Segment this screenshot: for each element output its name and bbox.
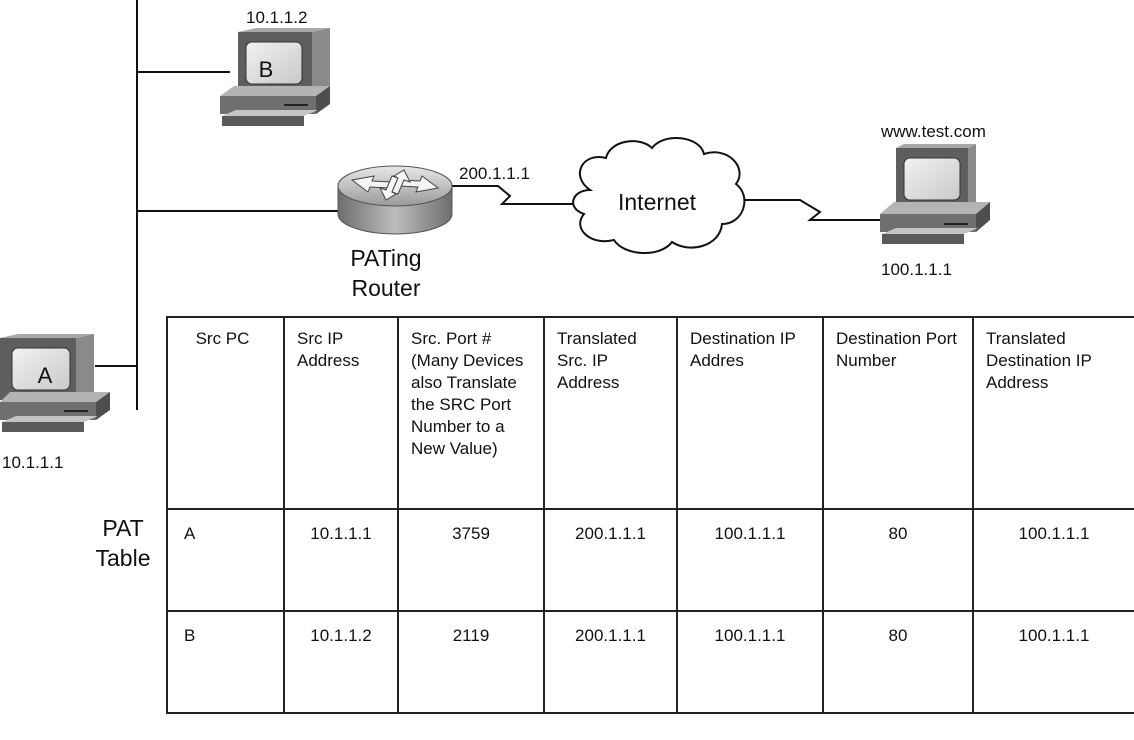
router-label: PATing Router: [336, 243, 436, 303]
lan-segment: [95, 0, 340, 410]
table-row: B 10.1.1.2 2119 200.1.1.1 100.1.1.1 80 1…: [166, 610, 1134, 714]
pat-table-title-line1: PAT: [102, 515, 144, 541]
table-cell: 3759: [397, 508, 545, 612]
server-pc-icon: [880, 144, 990, 244]
server-ip-label: 100.1.1.1: [881, 260, 952, 279]
table-cell: 80: [822, 610, 974, 714]
router-label-line2: Router: [351, 275, 421, 301]
pc-a-letter: A: [38, 363, 53, 388]
pc-b-icon: [220, 28, 330, 126]
table-cell: 200.1.1.1: [543, 610, 678, 714]
table-cell: 100.1.1.1: [676, 610, 824, 714]
pat-table-title: PAT Table: [88, 513, 158, 573]
pat-table-title-line2: Table: [95, 545, 151, 571]
internet-label: Internet: [618, 189, 696, 215]
table-cell: 100.1.1.1: [972, 610, 1134, 714]
router-icon: [337, 165, 453, 235]
router-label-line1: PATing: [350, 245, 422, 271]
header-translated-src-ip: Translated Src. IP Address: [543, 316, 678, 510]
table-cell: 2119: [397, 610, 545, 714]
table-row: A 10.1.1.1 3759 200.1.1.1 100.1.1.1 80 1…: [166, 508, 1134, 612]
pc-b-ip-label: 10.1.1.2: [246, 8, 308, 27]
pat-table-header-row: Src PC Src IP Address Src. Port # (Many …: [166, 316, 1134, 510]
table-cell: 80: [822, 508, 974, 612]
header-src-pc: Src PC: [166, 316, 285, 510]
table-cell: 200.1.1.1: [543, 508, 678, 612]
pc-a-icon: [0, 334, 110, 432]
internet-cloud-icon: [572, 136, 746, 255]
router-ip-label: 200.1.1.1: [459, 164, 530, 183]
header-src-ip: Src IP Address: [283, 316, 399, 510]
header-translated-destination-ip: Translated Destination IP Address: [972, 316, 1134, 510]
pc-a-ip-label: 10.1.1.1: [2, 453, 64, 472]
table-cell: 10.1.1.2: [283, 610, 399, 714]
serial-links: [452, 185, 890, 221]
server-name-label: www.test.com: [881, 122, 986, 141]
header-destination-ip: Destination IP Addres: [676, 316, 824, 510]
header-src-port: Src. Port # (Many Devices also Translate…: [397, 316, 545, 510]
header-destination-port: Destination Port Number: [822, 316, 974, 510]
table-cell: 10.1.1.1: [283, 508, 399, 612]
table-cell: 100.1.1.1: [972, 508, 1134, 612]
pc-b-letter: B: [259, 57, 274, 82]
table-cell: A: [166, 508, 285, 612]
pat-table: Src PC Src IP Address Src. Port # (Many …: [166, 316, 1134, 714]
table-cell: 100.1.1.1: [676, 508, 824, 612]
table-cell: B: [166, 610, 285, 714]
